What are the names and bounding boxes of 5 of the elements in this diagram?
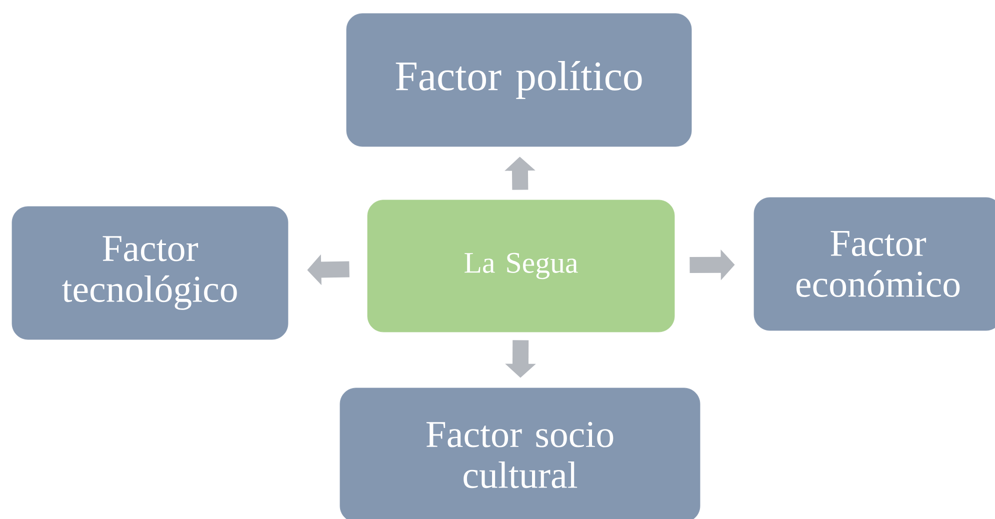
factor-box: Factor político: [346, 13, 692, 147]
center-box: La Segua: [367, 200, 675, 332]
factor-box: Factor tecnológico: [12, 206, 288, 340]
factor-box: Factor socio cultural: [340, 388, 700, 519]
factor-box: Factor económico: [754, 197, 995, 331]
